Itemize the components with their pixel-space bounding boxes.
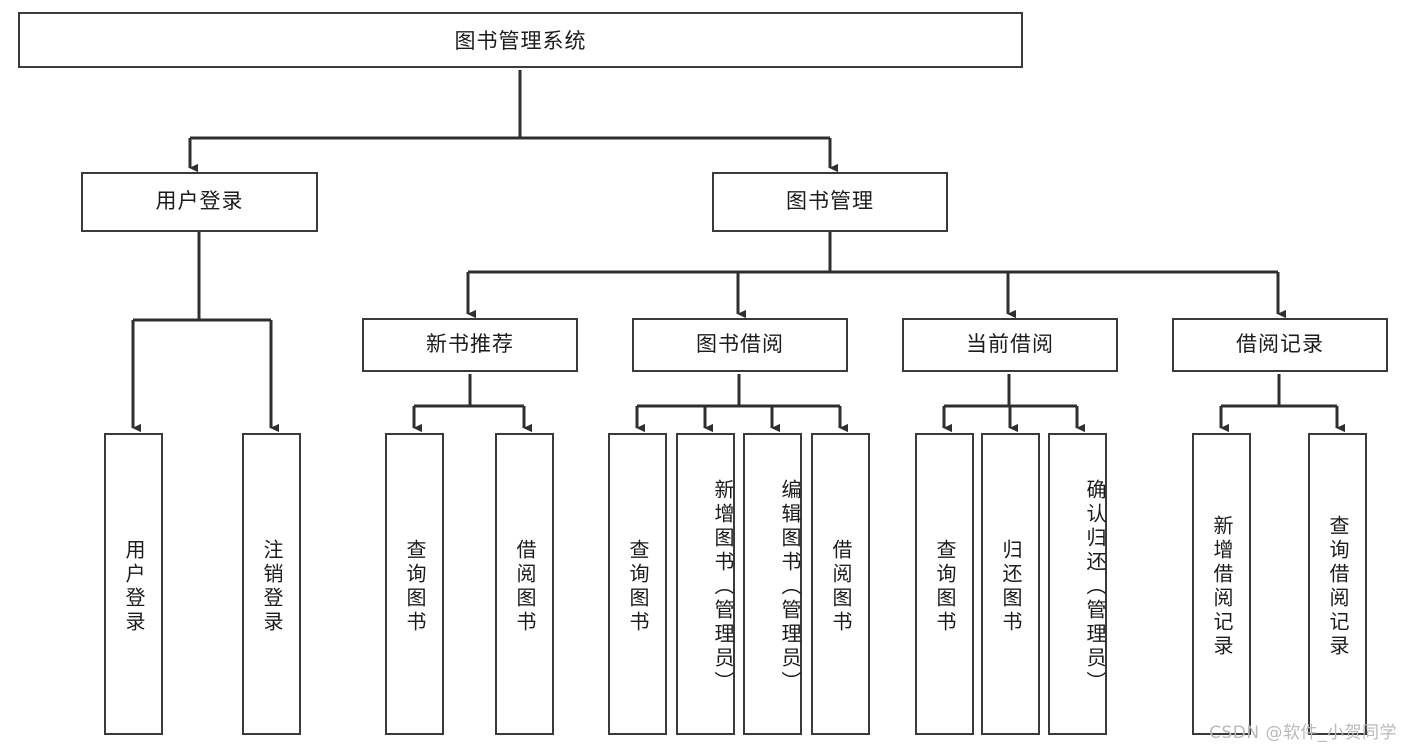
node-label: 确认归还（管理员） [1083, 479, 1107, 695]
node-book-management[interactable]: 图书管理 [712, 172, 948, 232]
node-label: 借阅记录 [1236, 332, 1324, 357]
leaf-borrow-book-recommend[interactable]: 借阅图书 [495, 433, 554, 735]
node-label: 图书借阅 [696, 332, 784, 357]
leaf-add-book-admin[interactable]: 新增图书（管理员） [676, 433, 735, 735]
node-label: 查询图书 [403, 539, 427, 635]
node-label: 图书管理 [786, 189, 874, 214]
node-user-login[interactable]: 用户登录 [81, 172, 318, 232]
node-label: 借阅图书 [829, 539, 853, 635]
node-label: 用户登录 [155, 189, 244, 214]
node-book-borrow[interactable]: 图书借阅 [632, 318, 848, 372]
node-label: 新增借阅记录 [1210, 515, 1234, 659]
node-borrow-record[interactable]: 借阅记录 [1172, 318, 1388, 372]
leaf-user-login[interactable]: 用户登录 [104, 433, 163, 735]
node-label: 新增图书（管理员） [711, 479, 735, 695]
node-label: 用户登录 [122, 539, 146, 635]
node-label: 查询图书 [933, 539, 957, 635]
leaf-query-borrow-record[interactable]: 查询借阅记录 [1308, 433, 1367, 735]
leaf-add-borrow-record[interactable]: 新增借阅记录 [1192, 433, 1251, 735]
leaf-query-book-borrow[interactable]: 查询图书 [608, 433, 667, 735]
leaf-borrow-book[interactable]: 借阅图书 [811, 433, 870, 735]
node-label: 图书管理系统 [454, 29, 587, 53]
node-label: 归还图书 [999, 539, 1023, 635]
leaf-query-book-current[interactable]: 查询图书 [915, 433, 974, 735]
leaf-return-book[interactable]: 归还图书 [981, 433, 1040, 735]
node-current-borrow[interactable]: 当前借阅 [902, 318, 1118, 372]
node-label: 注销登录 [260, 539, 284, 635]
leaf-edit-book-admin[interactable]: 编辑图书（管理员） [743, 433, 802, 735]
node-label: 借阅图书 [513, 539, 537, 635]
leaf-query-book-recommend[interactable]: 查询图书 [385, 433, 444, 735]
node-new-book-recommend[interactable]: 新书推荐 [362, 318, 578, 372]
node-root-book-management-system[interactable]: 图书管理系统 [18, 12, 1023, 68]
node-label: 查询借阅记录 [1326, 515, 1350, 659]
leaf-confirm-return-admin[interactable]: 确认归还（管理员） [1048, 433, 1107, 735]
leaf-user-logout[interactable]: 注销登录 [242, 433, 301, 735]
node-label: 当前借阅 [966, 332, 1054, 357]
node-label: 编辑图书（管理员） [778, 479, 802, 695]
node-label: 新书推荐 [426, 332, 514, 357]
node-label: 查询图书 [626, 539, 650, 635]
